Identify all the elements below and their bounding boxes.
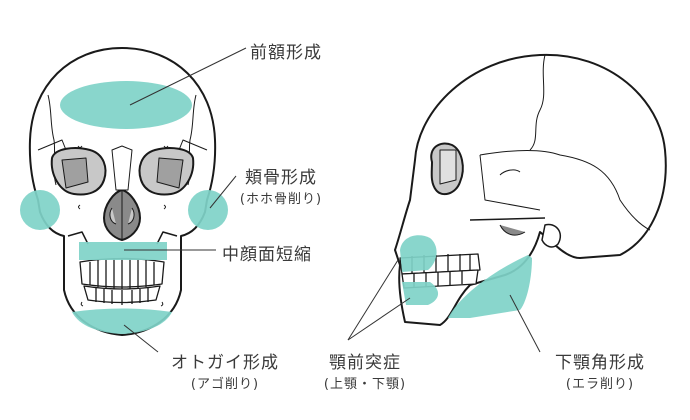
- cheekbone-sublabel: (ホホ骨削り): [239, 192, 323, 207]
- midface-label: 中顔面短縮: [222, 245, 312, 265]
- right-cheekbone-highlight: [188, 190, 228, 230]
- jaw-angle-label-group: 下顎角形成 (エラ削り): [535, 348, 665, 392]
- chin-highlight: [72, 308, 172, 334]
- lower-jaw-highlight: [402, 282, 439, 305]
- midface-highlight: [79, 242, 167, 260]
- jaw-protrusion-sublabel: (上顎・下顎): [323, 377, 407, 392]
- leader-lines: [123, 47, 541, 353]
- jaw-protrusion-label-group: 顎前突症 (上顎・下顎): [300, 348, 430, 392]
- forehead-label: 前額形成: [250, 43, 322, 63]
- jaw-angle-label: 下顎角形成: [555, 353, 645, 373]
- jaw-angle-highlight: [448, 255, 532, 318]
- chin-sublabel: (アゴ削り): [190, 377, 260, 392]
- front-highlights: [20, 81, 228, 334]
- chin-label: オトガイ形成: [171, 353, 279, 373]
- side-highlights: [400, 235, 532, 318]
- jaw-protrusion-label: 顎前突症: [329, 353, 401, 373]
- left-cheekbone-highlight: [20, 190, 60, 230]
- chin-label-group: オトガイ形成 (アゴ削り): [150, 348, 300, 392]
- cheekbone-label-group: 頬骨形成 (ホホ骨削り): [226, 163, 336, 207]
- jaw-angle-sublabel: (エラ削り): [565, 377, 635, 392]
- side-skull: [394, 53, 667, 326]
- cheekbone-label: 頬骨形成: [245, 168, 317, 188]
- upper-jaw-highlight: [400, 235, 437, 272]
- forehead-highlight: [60, 81, 192, 129]
